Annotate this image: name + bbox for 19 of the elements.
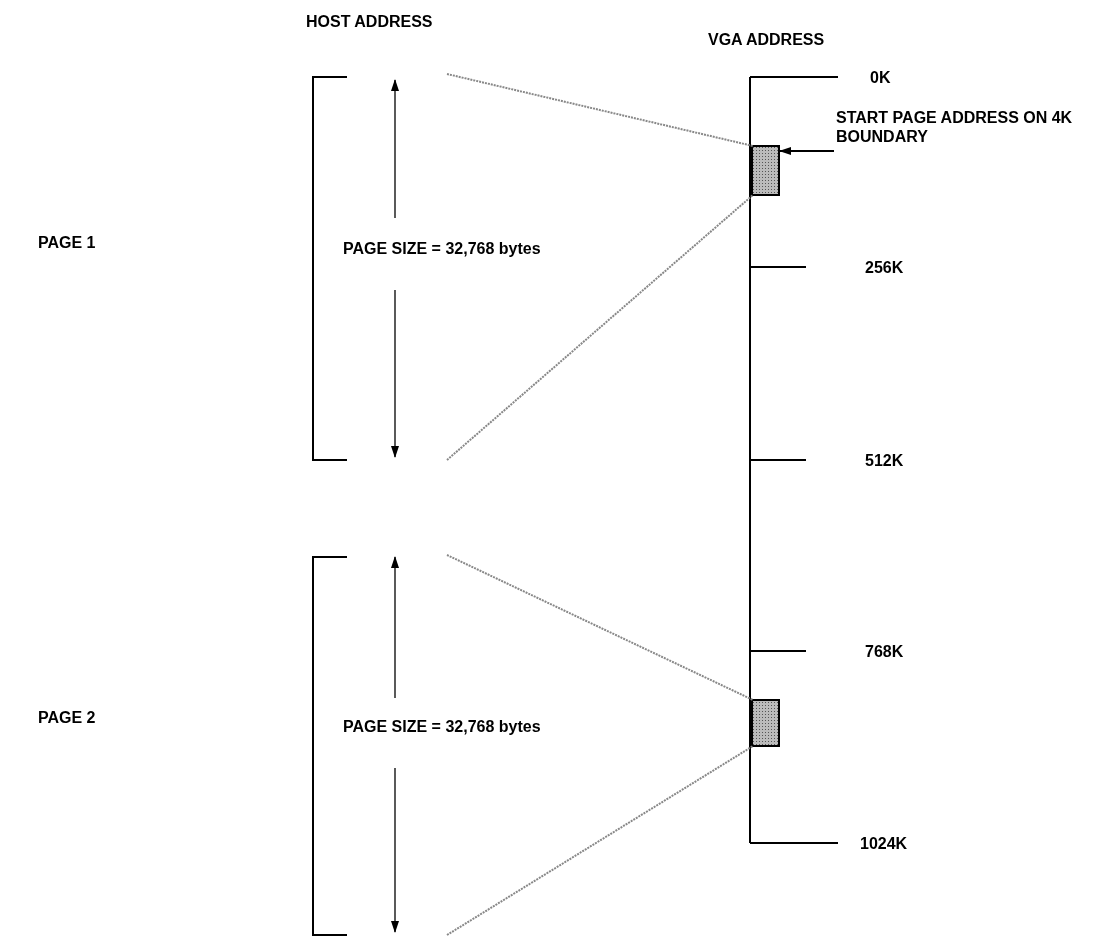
mapping-line xyxy=(446,745,754,936)
dimension-text: PAGE SIZE = 32,768 bytes xyxy=(343,717,541,736)
memory-window xyxy=(751,145,780,196)
arrow xyxy=(779,146,835,155)
mapping-line xyxy=(446,73,754,147)
address-label: 768K xyxy=(865,642,904,661)
address-label: 1024K xyxy=(860,834,908,853)
page-label: PAGE 2 xyxy=(38,708,96,727)
dimension-text: PAGE SIZE = 32,768 bytes xyxy=(343,239,541,258)
column-heading: VGA ADDRESS xyxy=(708,30,825,49)
column-heading: HOST ADDRESS xyxy=(306,12,433,31)
mapping-line xyxy=(446,194,754,461)
memory-window xyxy=(751,699,780,747)
address-label: 0K xyxy=(870,68,891,87)
callout-text: START PAGE ADDRESS ON 4K BOUNDARY xyxy=(836,108,1086,146)
address-label: 512K xyxy=(865,451,904,470)
page-label: PAGE 1 xyxy=(38,233,96,252)
mapping-line xyxy=(446,554,754,701)
address-label: 256K xyxy=(865,258,904,277)
